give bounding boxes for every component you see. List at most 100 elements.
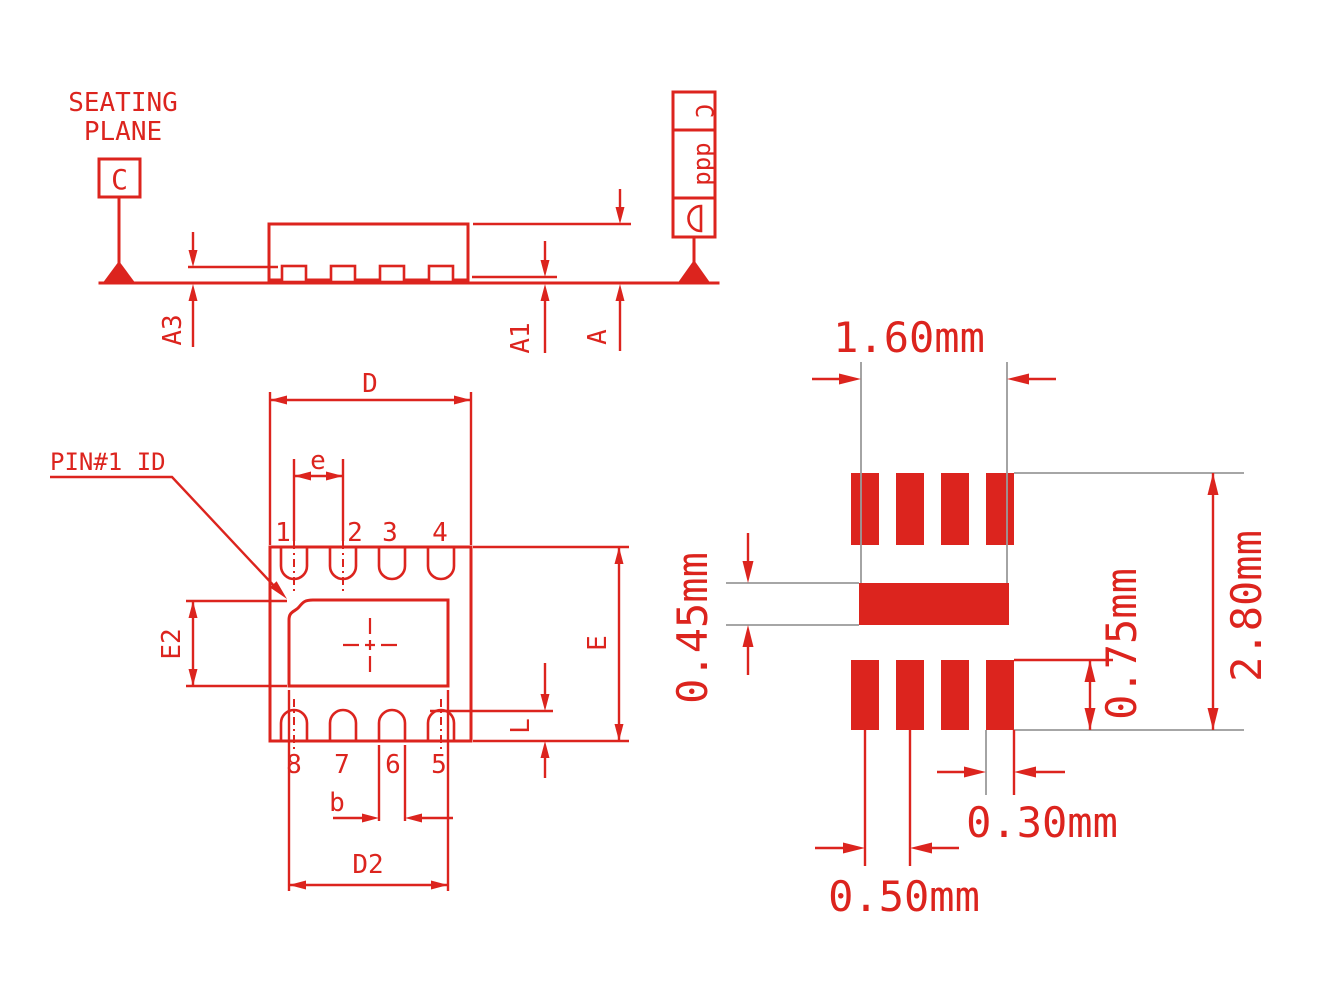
feature-control-frame: C ddd (671, 90, 719, 284)
package-outline-top-view (268, 545, 473, 743)
dim-a1: A1 (472, 241, 557, 354)
dim-center-pad-height-label: 0.45mm (668, 552, 717, 704)
dim-pad-pitch: 0.50mm (815, 842, 980, 921)
pin1-id-leader (50, 475, 277, 589)
dim-b-label: b (329, 788, 345, 818)
dim-pad-pitch-label: 0.50mm (828, 872, 980, 921)
dim-e-cap: E (473, 545, 629, 743)
dim-a-lines (473, 189, 631, 351)
exposed-pad (287, 598, 450, 688)
land-pad (851, 473, 879, 545)
dim-e-arrows (294, 471, 343, 481)
pin-pad-bottom (328, 708, 358, 743)
dim-e2-label: E2 (157, 628, 187, 659)
pin-numbers-top: 1 2 3 4 (275, 518, 448, 548)
package-body-side (267, 222, 470, 282)
dim-a3-lines (188, 232, 278, 347)
dim-d: D (268, 369, 473, 545)
pin-pad-top (426, 545, 456, 581)
dim-a1-lines (472, 241, 557, 353)
dim-d-lines (268, 392, 473, 545)
package-leads-side (280, 264, 455, 284)
top-view-pins-top (279, 545, 456, 581)
dim-d2: D2 (287, 690, 450, 891)
land-pad (986, 473, 1014, 545)
dim-a3-label: A3 (158, 314, 188, 345)
seating-plane-label-line1: SEATING (68, 88, 178, 118)
pin-pad-bottom (279, 708, 309, 743)
feature-control-tolerance-label: ddd (691, 142, 719, 185)
dim-e: e (292, 446, 345, 541)
pin-number-7: 7 (334, 750, 350, 780)
dim-d2-lines (287, 690, 450, 891)
pin-number-5: 5 (431, 750, 447, 780)
pin-numbers-bottom: 8 7 6 5 (286, 750, 447, 780)
dim-e2-lines (186, 599, 287, 688)
dim-a1-label: A1 (506, 322, 536, 353)
dim-center-pad-width: 1.60mm (812, 313, 1056, 385)
dim-d2-arrows (289, 880, 448, 890)
land-pad (941, 473, 969, 545)
datum-c-box-label: C (111, 163, 128, 196)
land-pad (851, 660, 879, 730)
pin-pad-bottom (377, 708, 407, 743)
land-pads-top (851, 473, 1014, 545)
dim-e2-arrows (188, 601, 198, 686)
land-pads-bottom (851, 660, 1014, 730)
surface-profile-icon (687, 204, 703, 233)
feature-control-frame-dividers (671, 128, 717, 200)
land-pattern: 1.60mm 0.45mm 2.80mm 0.75mm 0.30mm (668, 313, 1271, 921)
dim-l-lines (430, 663, 553, 778)
extension-lines-gray (726, 362, 1244, 795)
pin-number-4: 4 (432, 518, 448, 548)
pin-number-1: 1 (275, 518, 291, 548)
dim-e2: E2 (157, 599, 287, 688)
pin-pad-top (377, 545, 407, 581)
datum-triangle-icon (102, 261, 136, 284)
lead-side (329, 264, 357, 284)
pin-number-3: 3 (382, 518, 398, 548)
dim-center-pad-width-arrows (839, 373, 1029, 385)
dim-l-arrows (540, 694, 550, 758)
lead-side (280, 264, 308, 284)
dim-b-lines (333, 745, 453, 821)
dim-l-label: L (506, 718, 536, 734)
dim-pad-pitch-arrows (843, 842, 932, 854)
dim-pad-width: 0.30mm (937, 766, 1118, 847)
pin1-id-label: PIN#1 ID (50, 448, 166, 476)
dim-l: L (430, 663, 553, 778)
side-view: SEATING PLANE C A3 A1 A (68, 88, 720, 354)
dim-b-arrows (362, 813, 422, 823)
pin-number-6: 6 (385, 750, 401, 780)
dim-overall-height-label: 2.80mm (1222, 530, 1271, 682)
dim-e-label: e (310, 446, 326, 476)
land-pad (896, 660, 924, 730)
dim-e-cap-label: E (583, 635, 613, 651)
dim-pad-width-label: 0.30mm (966, 798, 1118, 847)
dim-pad-height-label: 0.75mm (1097, 568, 1146, 720)
pin-centerlines (293, 541, 442, 749)
land-pad (941, 660, 969, 730)
exposed-pad-center-mark (343, 618, 397, 672)
dim-d-label: D (362, 369, 378, 399)
dim-center-pad-width-label: 1.60mm (833, 313, 985, 362)
land-pad-center (859, 583, 1009, 625)
extension-lines-red (863, 658, 1113, 866)
dim-center-pad-height-arrows (742, 561, 754, 647)
dim-e-cap-lines (473, 545, 629, 743)
dim-pad-width-arrows (964, 766, 1036, 778)
feature-control-datum-label: C (690, 104, 718, 118)
dim-d2-label: D2 (352, 850, 383, 880)
pin1-id-callout: PIN#1 ID (50, 448, 287, 599)
dim-a-label: A (583, 329, 613, 345)
pin1-id-arrowhead (270, 581, 287, 599)
top-view: PIN#1 ID 1 2 3 4 8 7 6 5 D e (50, 369, 629, 891)
dim-pad-height: 0.75mm (1084, 568, 1146, 730)
land-pad (986, 660, 1014, 730)
seating-plane-label-line2: PLANE (84, 117, 162, 147)
dim-pad-height-arrows (1084, 660, 1096, 730)
datum-triangle-icon (677, 260, 711, 284)
lead-side (378, 264, 406, 284)
